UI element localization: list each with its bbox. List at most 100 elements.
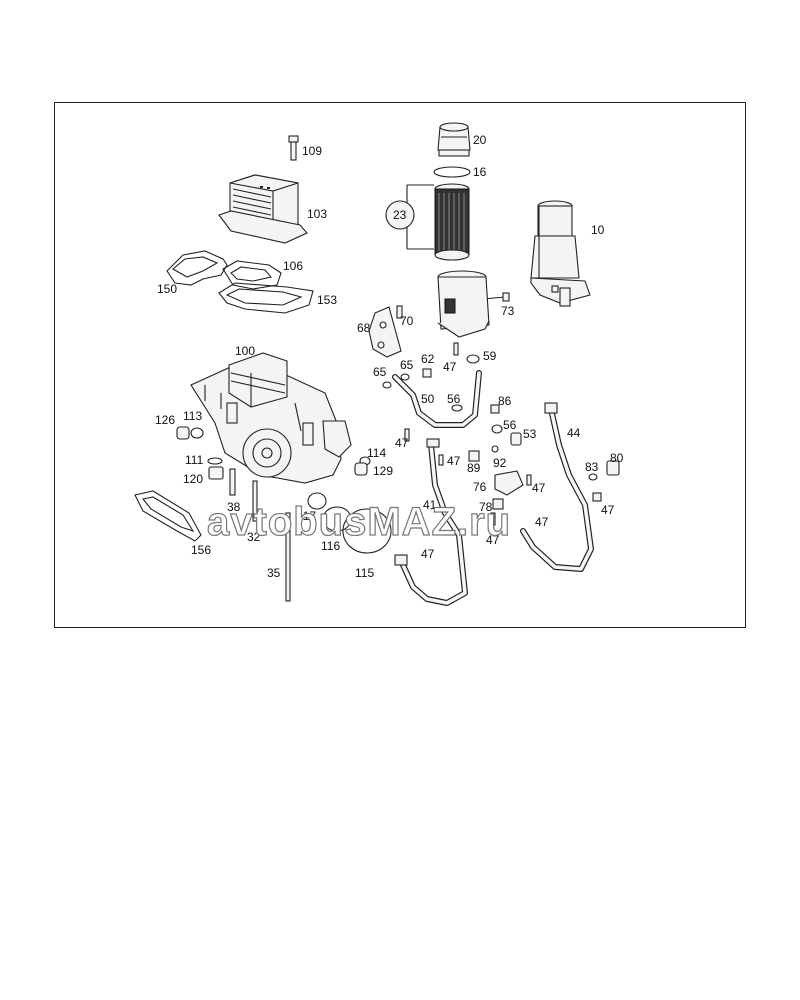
label-116: 116 — [321, 539, 340, 553]
label-50: 50 — [421, 392, 435, 406]
label-35: 35 — [267, 566, 281, 580]
label-129: 129 — [373, 464, 393, 478]
seal-83 — [588, 473, 598, 481]
filter-housing-base — [437, 270, 490, 338]
fitting-80 — [606, 460, 620, 476]
bolt-47c — [438, 454, 444, 466]
label-70: 70 — [400, 314, 414, 328]
label-86: 86 — [498, 394, 512, 408]
fitting-78 — [492, 498, 504, 510]
label-47h: 47 — [421, 547, 435, 561]
label-83: 83 — [585, 460, 599, 474]
bolt-47f — [490, 512, 496, 526]
bolt-47b — [404, 428, 410, 442]
label-38: 38 — [227, 500, 241, 514]
label-156: 156 — [191, 543, 211, 557]
label-106: 106 — [283, 259, 303, 273]
bolt-38 — [229, 468, 236, 496]
label-114: 114 — [367, 446, 386, 460]
filter-housing-10 — [530, 200, 591, 307]
label-32: 32 — [247, 530, 261, 544]
plug-120 — [208, 466, 224, 480]
label-47a: 47 — [443, 360, 457, 374]
label-16: 16 — [473, 165, 487, 179]
pipe-50 — [392, 370, 482, 428]
gasket-153 — [218, 282, 314, 314]
o-ring-115 — [342, 508, 392, 554]
label-41: 41 — [423, 498, 437, 512]
label-89: 89 — [467, 461, 481, 475]
label-80: 80 — [610, 451, 624, 465]
gasket-106 — [222, 260, 282, 290]
label-111: 111 — [185, 453, 204, 467]
label-153: 153 — [317, 293, 337, 307]
label-47c: 47 — [447, 454, 461, 468]
gasket-156 — [134, 490, 202, 542]
label-117: 117 — [297, 509, 316, 523]
pipe-44 — [520, 402, 594, 572]
label-103: 103 — [307, 207, 327, 221]
label-150: 150 — [157, 282, 177, 296]
seal-113 — [190, 427, 204, 439]
o-ring-116 — [322, 506, 352, 532]
bracket-68 — [368, 306, 402, 358]
label-113: 113 — [183, 409, 202, 423]
label-120: 120 — [183, 472, 203, 486]
exploded-parts-diagram: 109 20 16 103 23 10 106 150 153 73 68 70… — [134, 122, 624, 606]
bolt-109 — [288, 135, 299, 161]
fitting-89 — [468, 450, 480, 462]
bolt-35 — [285, 512, 291, 602]
label-126: 126 — [155, 413, 175, 427]
label-47f: 47 — [535, 515, 549, 529]
fitting-53 — [510, 432, 522, 446]
label-47b: 47 — [395, 436, 409, 450]
label-62: 62 — [421, 352, 435, 366]
label-47g: 47 — [486, 533, 500, 547]
gasket-150 — [166, 250, 228, 286]
bolt-47a — [453, 342, 459, 356]
label-65a: 65 — [400, 358, 414, 372]
seal-111 — [207, 457, 223, 465]
oil-cooler-103 — [218, 174, 308, 244]
fitting-86 — [490, 404, 500, 414]
label-56b: 56 — [503, 418, 517, 432]
label-59: 59 — [483, 349, 497, 363]
label-23: 23 — [393, 208, 407, 222]
bracket-76 — [494, 470, 524, 496]
bolt-70 — [396, 305, 403, 319]
fitting-62 — [422, 368, 432, 378]
label-73: 73 — [501, 304, 515, 318]
label-76: 76 — [473, 480, 487, 494]
label-109: 109 — [302, 144, 322, 158]
label-100: 100 — [235, 344, 255, 358]
seal-59 — [466, 354, 480, 364]
callout-circle-23 — [385, 200, 415, 230]
seal-65a — [400, 373, 410, 381]
label-10: 10 — [591, 223, 605, 237]
label-92: 92 — [493, 456, 507, 470]
diagram-frame: 109 20 16 103 23 10 106 150 153 73 68 70… — [54, 102, 746, 628]
bolt-47e — [526, 474, 532, 486]
bolt-32 — [252, 480, 258, 522]
label-68: 68 — [357, 321, 371, 335]
label-78: 78 — [479, 500, 493, 514]
pipe-41 — [394, 438, 468, 606]
label-56a: 56 — [447, 392, 461, 406]
watermark: avtobusMAZ.ru — [207, 500, 511, 544]
seal-65b — [382, 381, 392, 389]
label-53: 53 — [523, 427, 537, 441]
bolt-47g — [592, 492, 602, 502]
o-ring-16 — [433, 166, 471, 178]
seal-56a — [451, 404, 463, 412]
label-65b: 65 — [373, 365, 387, 379]
plug-126 — [176, 426, 190, 440]
oil-module-housing-100 — [190, 352, 352, 484]
label-115: 115 — [355, 566, 374, 580]
seal-92 — [491, 445, 499, 453]
o-ring-117 — [307, 492, 327, 510]
label-47e: 47 — [601, 503, 615, 517]
fitting-129 — [354, 462, 368, 476]
label-44: 44 — [567, 426, 581, 440]
label-20: 20 — [473, 133, 487, 147]
filter-cap-20 — [437, 122, 471, 157]
